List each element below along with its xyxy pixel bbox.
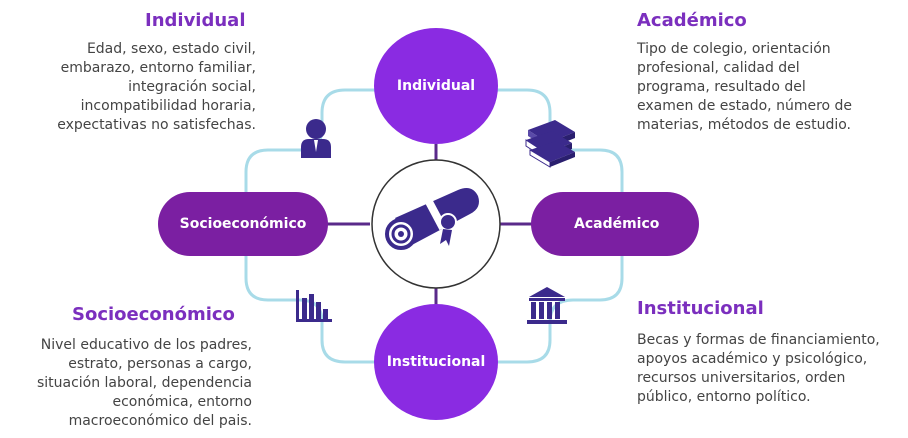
heading-academico: Académico [637, 10, 747, 31]
desc-individual: Edad, sexo, estado civil, embarazo, ento… [20, 40, 256, 135]
person-icon [301, 119, 331, 158]
desc-line: recursos universitarios, orden [637, 370, 846, 386]
node-academico [531, 192, 699, 256]
books-icon [525, 120, 575, 168]
node-label-individual: Individual [396, 78, 476, 94]
desc-line: examen de estado, número de [637, 98, 853, 114]
desc-line: estrato, personas a cargo, [68, 356, 252, 372]
heading-individual: Individual [145, 10, 246, 31]
node-socioeconomico [158, 192, 328, 256]
desc-line: Tipo de colegio, orientación [637, 41, 831, 57]
desc-line: Edad, sexo, estado civil, [86, 41, 256, 57]
node-label-academico: Académico [574, 216, 660, 232]
bar-chart-icon [296, 290, 332, 322]
diploma-icon [385, 188, 479, 250]
heading-socioeconomico: Socioeconómico [72, 304, 235, 325]
desc-line: público, entorno político. [637, 389, 811, 405]
desc-line: materias, métodos de estudio. [637, 117, 852, 133]
desc-line: expectativas no satisfechas. [57, 117, 256, 133]
desc-institucional: Becas y formas de financiamiento, apoyos… [637, 331, 905, 407]
center-hub [371, 159, 501, 289]
node-individual [374, 28, 498, 144]
node-label-socioeconomico: Socioeconómico [179, 216, 307, 232]
desc-line: profesional, calidad del [637, 60, 800, 76]
node-label-institucional: Institucional [386, 354, 486, 370]
desc-line: Nivel educativo de los padres, [40, 337, 252, 353]
node-institucional [374, 304, 498, 420]
desc-line: programa, resultado del [637, 79, 806, 95]
desc-academico: Tipo de colegio, orientación profesional… [637, 40, 887, 135]
desc-line: embarazo, entorno familiar, [60, 60, 256, 76]
desc-line: situación laboral, dependencia [36, 375, 252, 391]
bank-icon [527, 287, 567, 324]
desc-line: Becas y formas de financiamiento, [637, 332, 880, 348]
desc-line: apoyos académico y psicológico, [637, 351, 868, 367]
desc-line: integración social, [128, 79, 256, 95]
heading-institucional: Institucional [637, 298, 764, 319]
desc-line: macroeconómico del pais. [68, 413, 252, 429]
desc-socioeconomico: Nivel educativo de los padres, estrato, … [2, 336, 252, 431]
desc-line: incompatibilidad horaria, [80, 98, 256, 114]
desc-line: económica, entorno [112, 394, 252, 410]
